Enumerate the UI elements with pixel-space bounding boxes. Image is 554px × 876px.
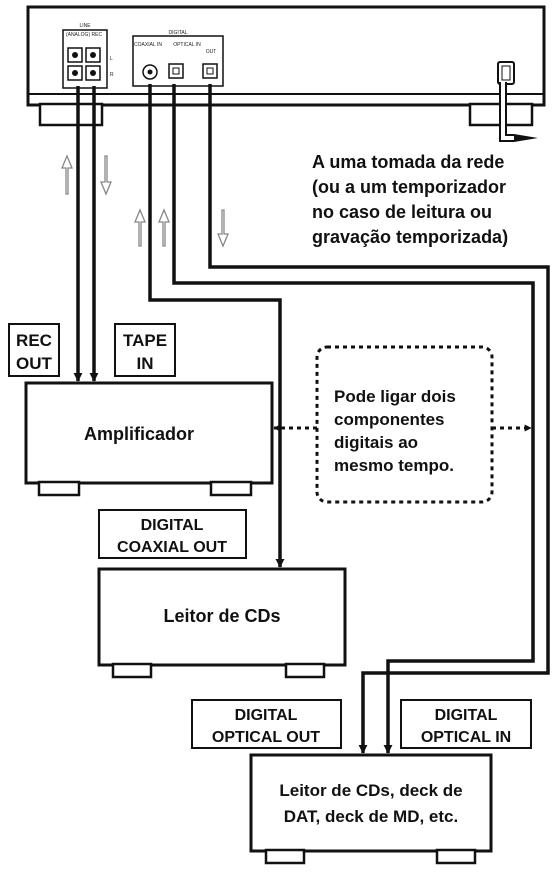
label-coaxial-out-line-2: COAXIAL OUT <box>117 539 227 556</box>
digital-device-label-line-1: Leitor de CDs, deck de <box>279 781 462 800</box>
cable-optical-out <box>208 84 550 754</box>
signal-direction-arrows <box>61 154 229 248</box>
unit-rear-panel: LINE (ANALOG) REC L R DIGITAL COAXIAL IN… <box>26 5 546 142</box>
label-optical-in-line-1: DIGITAL <box>435 707 498 724</box>
label-optical-out-line-2: OPTICAL OUT <box>212 729 320 746</box>
digital-device-foot-right <box>435 848 477 865</box>
label-digital-coaxial-out: DIGITAL COAXIAL OUT <box>98 509 247 559</box>
signal-down-arrow <box>100 155 112 196</box>
label-rec-out-line-1: REC <box>16 331 52 350</box>
note-line-2: componentes <box>334 410 445 429</box>
jack-l-label: L <box>110 56 113 62</box>
jack-r-label: R <box>110 72 114 78</box>
label-optical-in-line-2: OPTICAL IN <box>421 729 511 746</box>
label-tape-in-line-1: TAPE <box>123 331 167 350</box>
label-digital-optical-in: DIGITAL OPTICAL IN <box>400 699 532 749</box>
cd-player-label: Leitor de CDs <box>163 606 280 626</box>
digital-jacks: DIGITAL COAXIAL IN OPTICAL IN OUT <box>132 30 224 87</box>
signal-up-arrow <box>134 208 146 247</box>
cables <box>73 84 550 754</box>
simultaneous-connection-note: Pode ligar dois componentes digitais ao … <box>273 345 532 504</box>
label-tape-in: TAPE IN <box>114 323 176 377</box>
label-rec-out-line-2: OUT <box>16 354 53 373</box>
signal-up-arrow <box>61 154 73 195</box>
signal-up-arrow <box>158 208 170 247</box>
power-note: A uma tomada da rede (ou a um temporizad… <box>312 152 508 247</box>
line-jacks: LINE (ANALOG) REC L R <box>62 23 114 89</box>
coaxial-in-label: COAXIAL IN <box>134 42 162 48</box>
cd-player-device: Leitor de CDs <box>97 567 347 679</box>
digital-device-foot-left <box>264 848 306 865</box>
optical-out-label: OUT <box>206 49 217 55</box>
amplifier-device: Amplificador <box>24 381 274 497</box>
power-note-line-2: (ou a um temporizador <box>312 177 506 197</box>
note-line-4: mesmo tempo. <box>334 456 454 475</box>
digital-device: Leitor de CDs, deck de DAT, deck de MD, … <box>249 753 493 865</box>
label-rec-out: REC OUT <box>8 323 60 377</box>
rec-play-label: (ANALOG) REC <box>66 32 103 38</box>
cable-coaxial <box>148 84 285 568</box>
power-cord <box>497 61 538 142</box>
label-tape-in-line-2: IN <box>137 354 154 373</box>
unit-foot-left <box>38 102 104 127</box>
amplifier-foot-right <box>209 480 253 497</box>
note-line-3: digitais ao <box>334 433 418 452</box>
power-note-line-4: gravação temporizada) <box>312 227 508 247</box>
amplifier-label: Amplificador <box>84 424 194 444</box>
label-coaxial-out-line-1: DIGITAL <box>141 517 204 534</box>
digital-device-label-line-2: DAT, deck de MD, etc. <box>284 807 458 826</box>
note-line-1: Pode ligar dois <box>334 387 456 406</box>
amplifier-foot-left <box>37 480 81 497</box>
label-optical-out-line-1: DIGITAL <box>235 707 298 724</box>
line-label: LINE <box>79 23 91 29</box>
optical-in-label: OPTICAL IN <box>173 42 201 48</box>
label-digital-optical-out: DIGITAL OPTICAL OUT <box>191 699 342 749</box>
signal-down-arrow <box>217 209 229 248</box>
digital-panel-label: DIGITAL <box>168 30 187 36</box>
power-note-line-1: A uma tomada da rede <box>312 152 504 172</box>
cd-player-foot-right <box>284 662 326 679</box>
cd-player-foot-left <box>111 662 153 679</box>
power-note-line-3: no caso de leitura ou <box>312 202 492 222</box>
cable-optical-in <box>172 84 535 754</box>
